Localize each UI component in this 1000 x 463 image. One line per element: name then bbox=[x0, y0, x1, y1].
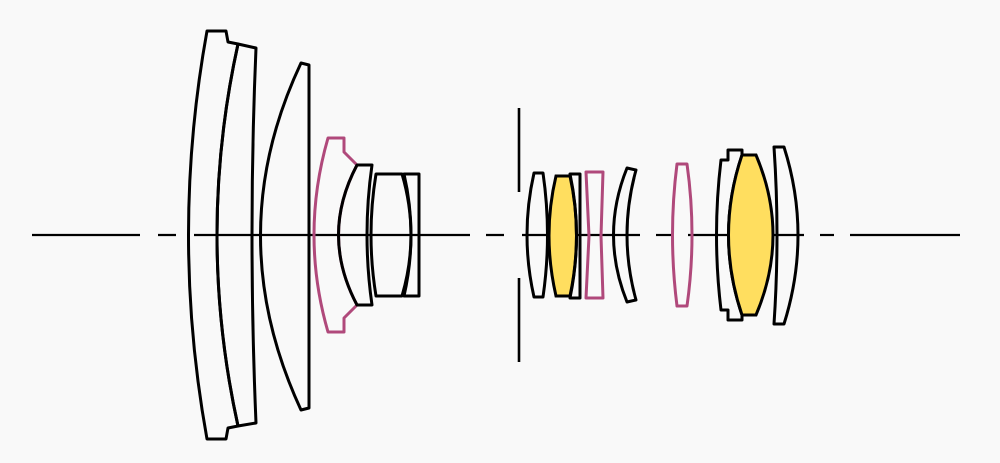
lens-element-7 bbox=[402, 172, 421, 298]
aspherical-lens-element-12 bbox=[671, 162, 694, 308]
lens-element-11 bbox=[612, 166, 638, 304]
fill-lens-element-14 bbox=[727, 153, 775, 317]
lens-element-9b bbox=[568, 172, 582, 300]
lens-element-3 bbox=[259, 61, 311, 412]
lens-element-5 bbox=[337, 163, 374, 307]
lens-element-2 bbox=[215, 42, 258, 428]
aspherical-lens-element-10 bbox=[584, 170, 605, 300]
lens-element-15 bbox=[772, 145, 800, 326]
lens-element-8 bbox=[525, 171, 549, 299]
